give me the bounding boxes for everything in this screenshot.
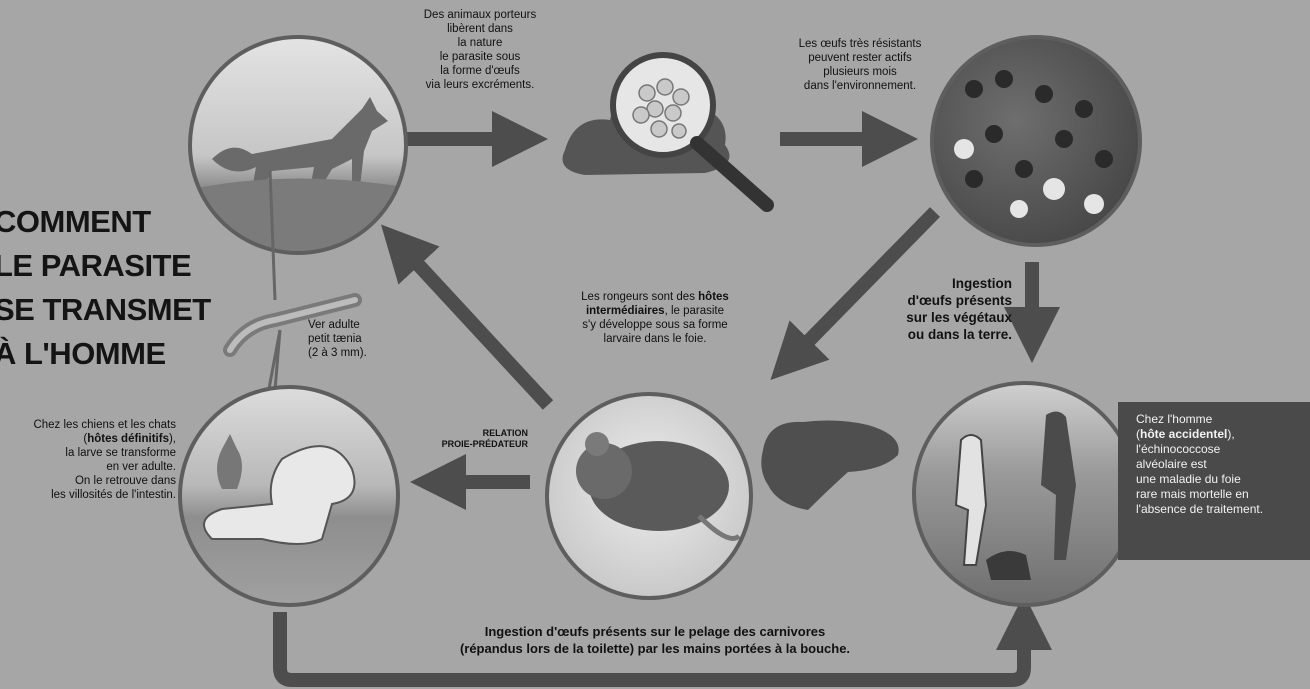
dog-caption-line: Chez les chiens et les chats [33, 419, 176, 431]
vegetation-circle [930, 35, 1142, 247]
worm-caption-line: petit tænia [308, 333, 362, 345]
hunters-icon [954, 411, 1076, 580]
dog-caption-line: la larve se transforme [65, 447, 176, 459]
arrow-dog-to-human [273, 594, 1052, 687]
diagram-title: COMMENT LE PARASITE SE TRANSMET À L'HOMM… [0, 200, 211, 376]
bottom-caption-line: (répandus lors de la toilette) par les m… [459, 641, 851, 656]
dog-caption-line: en ver adulte. [106, 461, 176, 473]
rodent-caption-line: s'y développe sous sa forme [582, 319, 728, 331]
title-line-3: SE TRANSMET [0, 292, 211, 327]
dog-cat-icon [203, 434, 356, 545]
ingestion-vegetation-caption: Ingestion d'œufs présents sur les végéta… [860, 275, 1012, 343]
ingestion-caption-line: sur les végétaux [906, 310, 1012, 325]
fox-icon [192, 97, 404, 251]
fox-caption-line: la forme d'œufs [440, 65, 520, 77]
fox-caption-line: via leurs excréments. [425, 79, 535, 91]
arrow-rodent-to-fox [380, 224, 554, 410]
rodent-caption-line: larvaire dans le foie. [603, 333, 707, 345]
human-panel-bold: hôte accidentel [1140, 427, 1228, 441]
dog-cat-circle [178, 385, 400, 607]
human-panel-line: (hôte accidentel), [1136, 427, 1235, 441]
worm-caption-line: (2 à 3 mm). [308, 347, 367, 359]
human-circle [912, 381, 1138, 607]
relation-label-line: PROIE-PRÉDATEUR [441, 439, 528, 449]
title-line-4: À L'HOMME [0, 336, 166, 371]
fox-caption-line: libèrent dans [447, 23, 513, 35]
worm-icon [223, 293, 362, 357]
rodent-caption-line: Les rongeurs sont des hôtes [545, 290, 765, 304]
rodent-caption-text: , le parasite [664, 305, 725, 317]
rodent-caption-text: Les rongeurs sont des [581, 291, 699, 303]
arrow-vegetation-to-rodent [770, 207, 941, 381]
rodent-caption-line: intermédiaires, le parasite [545, 304, 765, 318]
eggs-caption-line: Les œufs très résistants [798, 38, 922, 50]
feces-magnifier-icon [562, 52, 774, 212]
eggs-caption-line: peuvent rester actifs [808, 52, 912, 64]
human-panel-line: l'échinococcose [1136, 442, 1221, 456]
human-panel-line: une maladie du foie [1136, 472, 1241, 486]
eggs-caption-line: plusieurs mois [823, 66, 897, 78]
dog-caption-line: les villosités de l'intestin. [51, 489, 176, 501]
rodent-caption: Les rongeurs sont des hôtes intermédiair… [545, 290, 765, 346]
dog-caption-line: (hôtes définitifs), [83, 433, 176, 445]
fox-caption-line: la nature [457, 37, 503, 49]
human-panel-line: rare mais mortelle en [1136, 487, 1249, 501]
bottom-caption: Ingestion d'œufs présents sur le pelage … [380, 623, 930, 657]
rodent-caption-bold: intermédiaires [585, 305, 665, 317]
human-panel-line: alvéolaire est [1136, 457, 1207, 471]
ingestion-caption-line: d'œufs présents [907, 293, 1012, 308]
fox-caption-line: le parasite sous [439, 51, 521, 63]
fox-caption: Des animaux porteurs libèrent dans la na… [400, 8, 560, 92]
worm-caption-line: Ver adulte [308, 319, 360, 331]
human-info-panel: Chez l'homme (hôte accidentel), l'échino… [1118, 402, 1310, 560]
dog-caption-bold: hôtes définitifs [87, 433, 169, 445]
title-line-1: COMMENT [0, 204, 151, 239]
relation-label: RELATION PROIE-PRÉDATEUR [400, 428, 528, 450]
eggs-caption-line: dans l'environnement. [803, 80, 917, 92]
human-panel-line: Chez l'homme [1136, 412, 1213, 426]
eggs-caption: Les œufs très résistants peuvent rester … [770, 37, 950, 93]
bottom-caption-line: Ingestion d'œufs présents sur le pelage … [484, 624, 826, 639]
dog-caption: Chez les chiens et les chats (hôtes défi… [0, 418, 176, 502]
fox-caption-line: Des animaux porteurs [423, 9, 537, 21]
fox-circle [188, 35, 408, 255]
worm-caption: Ver adulte petit tænia (2 à 3 mm). [308, 318, 367, 360]
ingestion-caption-line: ou dans la terre. [907, 327, 1012, 342]
dog-caption-line: On le retrouve dans [74, 475, 176, 487]
title-line-2: LE PARASITE [0, 248, 192, 283]
vegetation-icon [954, 70, 1113, 218]
liver-icon [761, 420, 899, 510]
rodent-caption-bold: hôtes [698, 291, 729, 303]
rodent-icon [576, 432, 741, 541]
human-panel-line: l'absence de traitement. [1136, 502, 1264, 516]
rodent-circle [545, 392, 753, 600]
relation-label-line: RELATION [482, 428, 528, 438]
ingestion-caption-line: Ingestion [952, 276, 1012, 291]
